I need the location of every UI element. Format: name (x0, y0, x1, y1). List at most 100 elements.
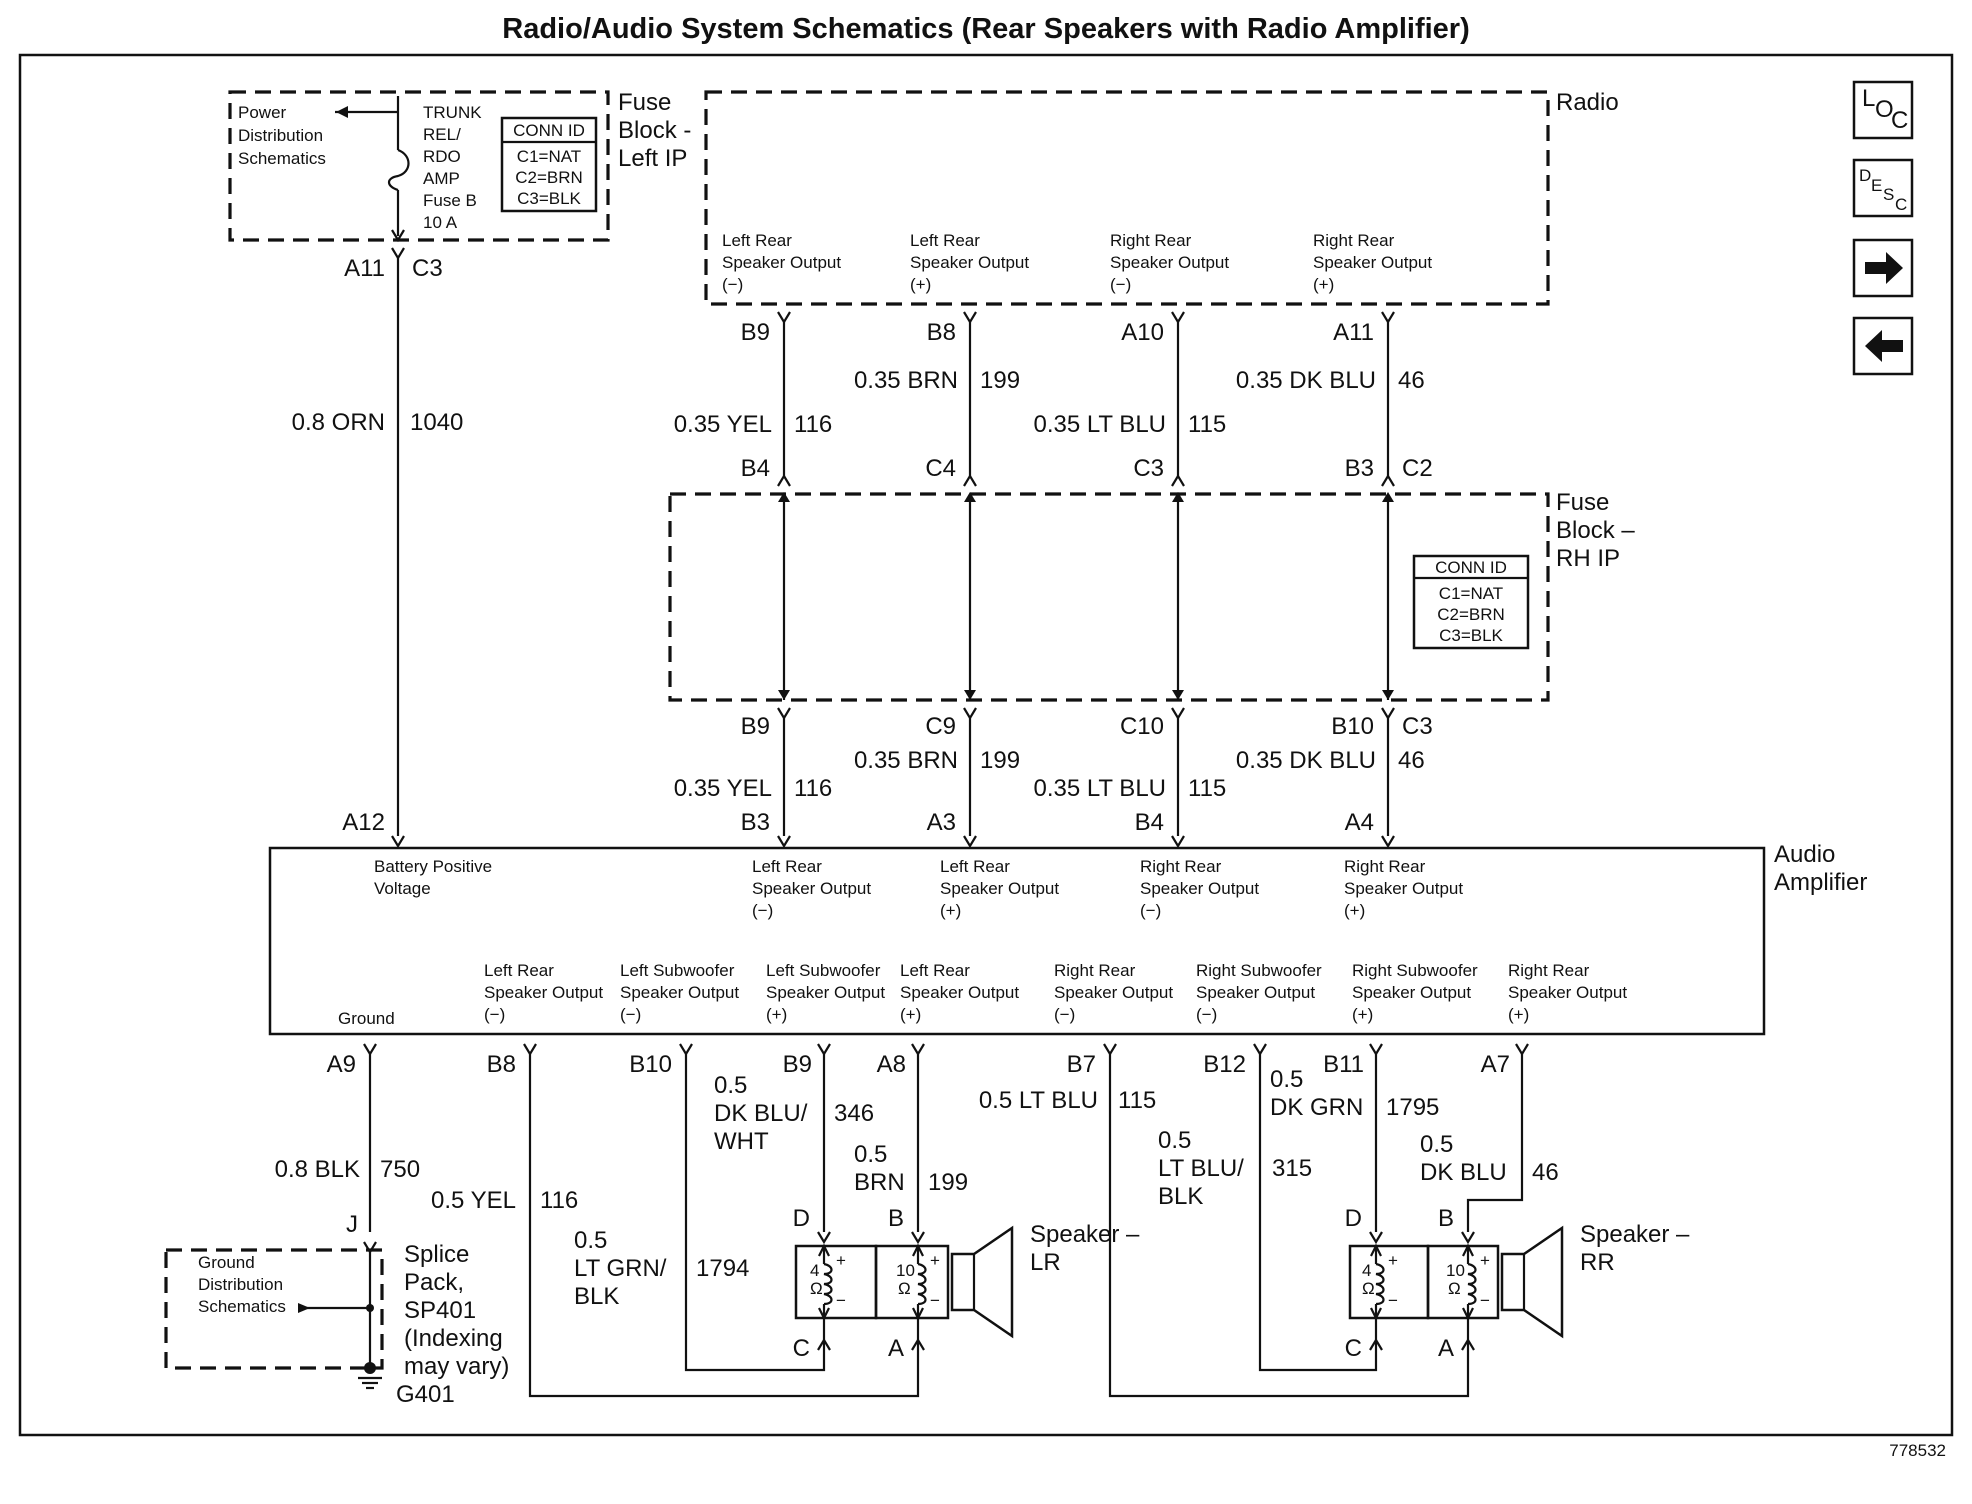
speaker-label-1: Speaker – (1580, 1221, 1690, 1248)
amp-input-pin-3: B4 (1135, 809, 1164, 836)
upper-wire-1-gauge: 0.35 YEL (674, 411, 772, 438)
connector-a12-icon (391, 835, 405, 849)
fuse-block-left-label-3: Left IP (618, 145, 687, 172)
back-arrow-icon (1865, 330, 1903, 362)
fuse-name-2: REL/ (423, 125, 461, 144)
wire-b9-circuit: 346 (834, 1100, 874, 1127)
wire-b7-gauge: 0.5 LT BLU (979, 1087, 1098, 1114)
wire-b12-ltblu (1258, 1054, 1378, 1372)
ohm-10-value: 10 (1446, 1261, 1465, 1280)
wire-b8-yel (528, 1054, 920, 1398)
pin-a8: A8 (877, 1051, 906, 1078)
amp-output-7-line-1: Right Subwoofer (1352, 961, 1478, 980)
amp-output-5-line-1: Right Rear (1054, 961, 1136, 980)
radio-output-4-line-3: (+) (1313, 275, 1334, 294)
fuse-rh-arrow-down-2-icon (964, 690, 976, 700)
wire-b7-circuit: 115 (1118, 1087, 1156, 1114)
minus-sign-4ohm: − (1388, 1291, 1398, 1310)
radio-output-4-line-2: Speaker Output (1313, 253, 1432, 272)
wire-b10-circuit: 1794 (696, 1255, 749, 1282)
wire-b8-circuit: 116 (540, 1187, 578, 1214)
amp-output-1-line-1: Left Rear (484, 961, 554, 980)
fuse-rh-top-pin-3: C3 (1133, 455, 1164, 482)
loc-letter-c: C (1891, 107, 1908, 134)
conn-id-box-rh (1412, 554, 1530, 650)
location-button[interactable]: L O C (1852, 80, 1914, 140)
speaker-pin-a: A (1438, 1335, 1454, 1362)
amp-output-1-line-2: Speaker Output (484, 983, 603, 1002)
ground-dist-outline (164, 1248, 384, 1370)
amp-input-pin-4: A4 (1345, 809, 1374, 836)
middle-wire-2-gauge: 0.35 BRN (854, 747, 958, 774)
amp-input-pin-2-icon (963, 835, 977, 849)
amp-output-3-line-1: Left Subwoofer (766, 961, 881, 980)
fuse-rh-bottom-pin-2-icon (963, 707, 977, 721)
amp-input-3-line-3: (−) (1140, 901, 1161, 920)
radio-output-3-line-3: (−) (1110, 275, 1131, 294)
wire-a7-gauge-2: DK BLU (1420, 1159, 1507, 1186)
fuse-rating-label: Fuse B (423, 191, 477, 210)
fuse-rh-top-pin-2-icon (963, 473, 977, 487)
pin-b8: B8 (487, 1051, 516, 1078)
fuse-rh-arrow-up-1-icon (778, 492, 790, 502)
amp-output-6-line-3: (−) (1196, 1005, 1217, 1024)
amp-input-pin-3-icon (1171, 835, 1185, 849)
desc-letter-d: D (1859, 166, 1871, 185)
fuse-rh-bottom-pin-3: C10 (1120, 713, 1164, 740)
fuse-block-left-label-2: Block - (618, 117, 691, 144)
splice-label-1: Splice (404, 1241, 469, 1268)
coil-10ohm-icon (912, 1243, 927, 1321)
plus-sign-4ohm: + (836, 1251, 846, 1270)
fuse-rh-bottom-pin-4: B10 (1331, 713, 1374, 740)
battery-label-1: Battery Positive (374, 857, 492, 876)
diagram-frame (18, 53, 1954, 1437)
amplifier-label-1: Audio (1774, 841, 1835, 868)
fuse-rh-top-pin-2: C4 (925, 455, 956, 482)
amp-input-1-line-1: Left Rear (752, 857, 822, 876)
amp-input-1-line-3: (−) (752, 901, 773, 920)
splice-node-icon (366, 1304, 374, 1312)
minus-sign-10ohm: − (1480, 1291, 1490, 1310)
pin-d-connector-icon (817, 1231, 831, 1245)
back-arrow-button[interactable] (1852, 316, 1914, 376)
fuse-rh-arrow-down-1-icon (778, 690, 790, 700)
amp-output-3-line-2: Speaker Output (766, 983, 885, 1002)
middle-wire-4-gauge: 0.35 DK BLU (1236, 747, 1376, 774)
coil-4ohm-icon (1370, 1243, 1385, 1321)
ground-wire-gauge: 0.8 BLK (275, 1156, 360, 1183)
amp-output-5-line-3: (−) (1054, 1005, 1075, 1024)
pin-b-connector-icon (911, 1231, 925, 1245)
desc-letter-c: C (1895, 195, 1907, 214)
speaker-pin-c: C (1345, 1335, 1362, 1362)
fuse-block-rh-ip: Fuse Block – RH IP CONN ID C1=NAT C2=BRN… (668, 489, 1635, 702)
amp-input-4-line-3: (+) (1344, 901, 1365, 920)
pin-b10: B10 (629, 1051, 672, 1078)
fuse-rh-top-pin-4-icon (1381, 473, 1395, 487)
middle-wire-3-gauge: 0.35 LT BLU (1033, 775, 1166, 802)
splice-label-3: SP401 (404, 1297, 476, 1324)
wire-b12-gauge-2: LT BLU/ (1158, 1155, 1244, 1182)
minus-sign-4ohm: − (836, 1291, 846, 1310)
pin-a11-fuse: A11 (344, 255, 385, 282)
upper-wire-3-circuit: 115 (1188, 411, 1226, 438)
description-button[interactable]: D E S C (1852, 158, 1914, 218)
ground-dist-ref-1: Ground (198, 1253, 255, 1272)
next-arrow-button[interactable] (1852, 238, 1914, 298)
amp-output-8-line-2: Speaker Output (1508, 983, 1627, 1002)
wire-a8-circuit: 199 (928, 1169, 968, 1196)
ground-g401-label: G401 (396, 1381, 455, 1408)
amp-output-2-line-2: Speaker Output (620, 983, 739, 1002)
amplifier-label-2: Amplifier (1774, 869, 1867, 896)
fuse-rh-arrow-up-3-icon (1172, 492, 1184, 502)
amp-input-pin-4-icon (1381, 835, 1395, 849)
middle-wire-1-gauge: 0.35 YEL (674, 775, 772, 802)
conn-id-c3-rh: C3=BLK (1439, 626, 1503, 645)
radio-pin-4: A11 (1333, 319, 1374, 346)
fuse-rh-bottom-pin-4-icon (1381, 707, 1395, 721)
amp-input-2-line-3: (+) (940, 901, 961, 920)
connector-a9-icon (363, 1043, 377, 1057)
pin-b-connector-icon (1461, 1231, 1475, 1245)
speaker-pin-b: B (888, 1205, 904, 1232)
splice-pack-sp401: Ground Distribution Schematics J Splice … (164, 1211, 509, 1408)
